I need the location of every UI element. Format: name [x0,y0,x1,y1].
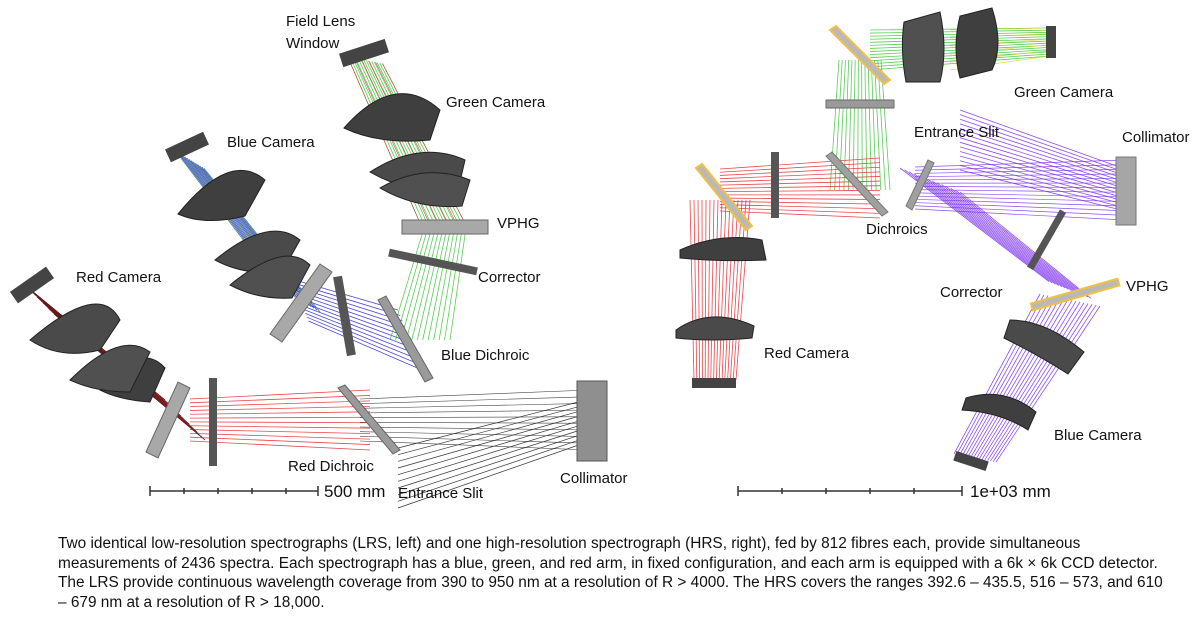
hrs-dichroic-2 [905,159,935,211]
lrs-label-blue-camera: Blue Camera [227,134,315,151]
hrs-ray-collimator-return [914,159,1126,221]
hrs-red-camera-lens-1 [679,237,767,262]
hrs-red-camera-lens-2 [675,316,755,341]
lrs-red-corrector [209,378,217,466]
spectrograph-figure: Field Lens Window Green Camera Blue Came… [9,7,1190,509]
lrs-red-camera-lens-2 [29,303,121,354]
lrs-red-camera-lens-3 [69,344,151,393]
lrs-blue-grating [269,263,333,343]
lrs-label-window: Window [286,35,340,52]
hrs-ray-red-camera [689,199,751,381]
hrs-dichroic-1 [825,151,889,217]
hrs-label-corrector: Corrector [940,284,1003,301]
hrs-label-vphg: VPHG [1126,278,1169,295]
hrs-label-blue-camera: Blue Camera [1054,427,1142,444]
hrs-green-fold-mirror [828,24,892,86]
hrs-ray-green-vertical [829,59,891,191]
figure-caption: Two identical low-resolution spectrograp… [58,535,1163,611]
lrs-diagram: Field Lens Window Green Camera Blue Came… [9,13,628,509]
hrs-blue-corrector [1027,209,1067,271]
lrs-blue-dichroic [377,295,434,383]
lrs-label-collimator: Collimator [560,470,628,487]
lrs-red-dichroic [337,384,401,455]
hrs-green-camera-lens-1 [901,11,945,83]
lrs-green-camera-lens-1 [343,93,441,142]
hrs-red-corrector [771,152,779,218]
hrs-collimator [1115,156,1137,226]
lrs-label-red-dichroic: Red Dichroic [288,458,374,475]
lrs-scale-bar: 500 mm [149,482,385,501]
lrs-label-entrance-slit: Entrance Slit [398,485,484,502]
lrs-blue-camera-lens-1 [177,170,266,222]
hrs-scale-bar: 1e+03 mm [737,482,1051,501]
lrs-green-vphg [401,219,489,235]
lrs-ray-red-main [189,389,371,451]
hrs-label-dichroics: Dichroics [866,221,928,238]
lrs-label-blue-dichroic: Blue Dichroic [441,347,530,364]
lrs-red-grating [145,381,191,459]
hrs-label-red-camera: Red Camera [764,345,850,362]
hrs-label-entrance-slit: Entrance Slit [914,124,1000,141]
hrs-ray-blue-camera [953,293,1101,463]
hrs-label-collimator: Collimator [1122,129,1190,146]
lrs-ray-collimator-red [359,389,591,451]
lrs-label-red-camera: Red Camera [76,269,162,286]
hrs-red-fold-mirror [694,162,754,232]
lrs-field-lens-window [339,38,389,68]
lrs-label-corrector: Corrector [478,269,541,286]
hrs-label-green-camera: Green Camera [1014,84,1114,101]
lrs-scale-label: 500 mm [324,482,385,501]
lrs-blue-detector [165,131,209,163]
hrs-green-detector [1046,26,1056,58]
lrs-green-camera-lens-3 [379,172,471,208]
lrs-label-vphg: VPHG [497,215,540,232]
lrs-blue-camera-lens-3 [229,255,311,299]
lrs-collimator [576,380,608,462]
hrs-blue-camera-lens-1 [1003,319,1085,375]
hrs-blue-camera-lens-2 [961,393,1037,431]
hrs-diagram: Green Camera Entrance Slit Collimator Di… [675,7,1190,501]
hrs-green-filter [825,99,895,109]
lrs-blue-corrector [333,275,356,357]
hrs-blue-vphg [1029,277,1121,312]
hrs-blue-detector [953,450,989,472]
lrs-red-detector [9,266,55,304]
lrs-green-corrector [388,248,478,276]
hrs-red-detector [692,378,736,388]
hrs-ray-red-horizontal [719,157,881,219]
hrs-scale-label: 1e+03 mm [970,482,1051,501]
hrs-green-camera-lens-2 [955,7,999,79]
lrs-label-field-lens: Field Lens [286,13,355,30]
lrs-label-green-camera: Green Camera [446,94,546,111]
